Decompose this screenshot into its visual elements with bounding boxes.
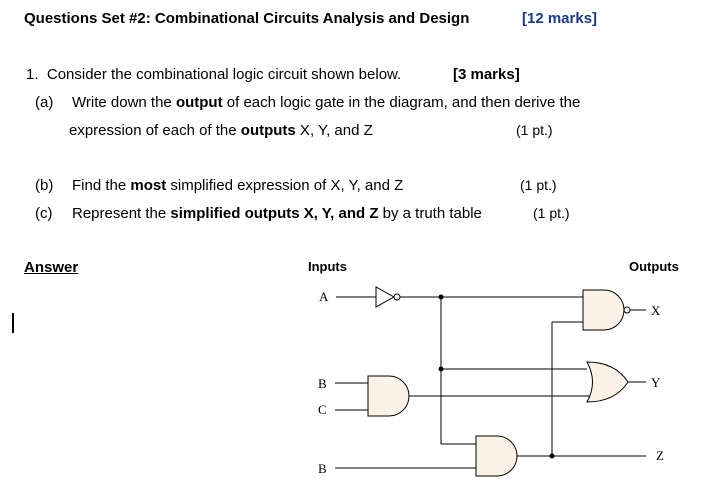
part-c-points: (1 pt.): [533, 205, 570, 221]
part-a-points: (1 pt.): [516, 122, 553, 138]
junction-1: [438, 294, 444, 300]
part-b: (b) Find the most simplified expression o…: [35, 177, 403, 194]
input-b-label: B: [318, 376, 327, 391]
question-1-marks: [3 marks]: [453, 66, 520, 83]
part-a-line2-bold: outputs: [240, 122, 296, 139]
output-y-label: Y: [651, 375, 661, 390]
inputs-heading: Inputs: [308, 259, 347, 274]
junction-3: [549, 453, 555, 459]
part-c-text: Represent the: [72, 205, 171, 222]
question-1: 1. Consider the combinational logic circ…: [26, 66, 401, 83]
question-number: 1.: [26, 66, 39, 83]
or-gate-y: [586, 361, 629, 403]
outputs-heading: Outputs: [629, 259, 679, 274]
page-title: Questions Set #2: Combinational Circuits…: [24, 10, 470, 27]
part-a-line2-end: X, Y, and Z: [295, 122, 373, 139]
part-b-points: (1 pt.): [520, 177, 557, 193]
not-gate: [375, 286, 396, 308]
part-c: (c) Represent the simplified outputs X, Y…: [35, 205, 482, 222]
input-c-label: C: [318, 402, 327, 417]
output-z-label: Z: [656, 448, 664, 463]
part-b-text-end: simplified expression of X, Y, and Z: [166, 177, 404, 194]
and-gate-bc: [367, 375, 410, 417]
part-c-label: (c): [35, 205, 53, 222]
part-a-text: Write down the: [72, 94, 176, 111]
input-b2-label: B: [318, 461, 327, 476]
question-text: Consider the combinational logic circuit…: [46, 66, 402, 83]
part-a-text-end: of each logic gate in the diagram, and t…: [222, 94, 581, 111]
part-a-line2-text: expression of each of the: [69, 122, 241, 139]
junction-2: [438, 366, 444, 372]
not-bubble: [393, 293, 401, 301]
and-gate-z: [475, 435, 518, 477]
part-a-bold: output: [175, 94, 223, 111]
part-a-line-1: (a) Write down the output of each logic g…: [35, 94, 580, 111]
and-gate-x: [582, 289, 625, 331]
part-b-bold: most: [130, 177, 167, 194]
output-x-label: X: [651, 303, 661, 318]
part-a-label: (a): [35, 94, 54, 111]
part-a-line-2: expression of each of the outputs X, Y, …: [69, 122, 373, 139]
part-b-label: (b): [35, 177, 54, 194]
input-a-label: A: [319, 289, 329, 304]
part-c-text-end: by a truth table: [378, 205, 482, 222]
text-cursor[interactable]: [12, 313, 14, 333]
part-b-text: Find the: [72, 177, 131, 194]
part-c-bold: simplified outputs X, Y, and Z: [170, 205, 379, 222]
and-x-bubble: [623, 306, 631, 314]
answer-label: Answer: [24, 259, 79, 276]
total-marks: [12 marks]: [522, 10, 598, 27]
